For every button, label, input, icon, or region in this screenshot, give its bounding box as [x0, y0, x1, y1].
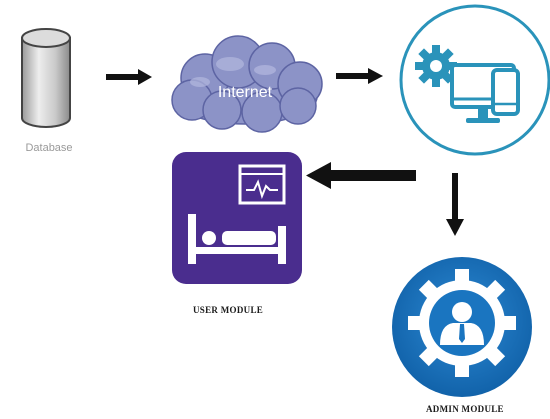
internet-label: Internet — [218, 84, 273, 101]
arrow-server-to-admin — [446, 173, 464, 236]
arrow-database-to-internet — [106, 69, 152, 85]
internet-node: Internet — [171, 35, 323, 133]
user-module-node — [172, 152, 302, 284]
admin-module-label: ADMIN MODULE — [426, 404, 504, 414]
hospital-bed-monitor-icon — [188, 164, 286, 264]
server-node — [399, 4, 550, 156]
phone-icon — [491, 68, 520, 116]
user-module-label: USER MODULE — [193, 305, 264, 315]
arrow-server-to-user — [306, 162, 416, 189]
database-node: Database — [21, 28, 73, 154]
admin-tie-icon — [459, 324, 465, 343]
admin-module-node — [392, 257, 532, 397]
cloud-highlights — [190, 57, 276, 87]
database-label: Database — [25, 142, 72, 154]
cloud-icon — [171, 35, 323, 133]
gear-monitor-phone-icon — [415, 45, 520, 123]
database-cylinder-icon — [21, 28, 71, 128]
arrow-internet-to-server — [336, 68, 383, 84]
gear-admin-person-icon — [392, 257, 532, 397]
gear-icon — [415, 45, 457, 87]
